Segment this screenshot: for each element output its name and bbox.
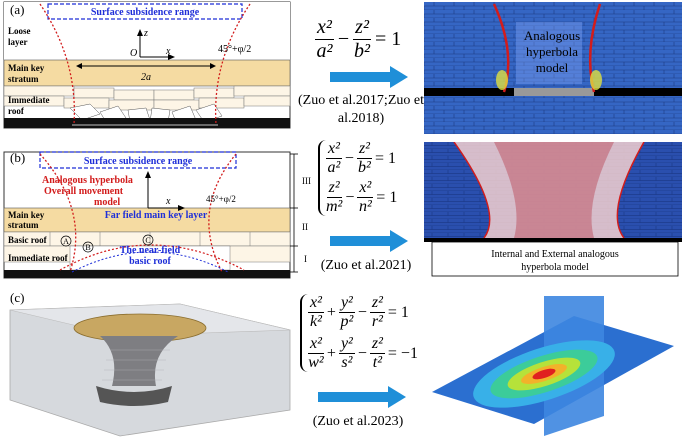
panel-b-tag: (b) <box>10 150 26 165</box>
eq-c2-den2: s² <box>341 354 353 371</box>
eq-b2-num1: z² <box>326 179 342 198</box>
hyperbola-left-curve <box>39 3 76 125</box>
eq-b2-den2: n² <box>358 198 372 215</box>
b-subsidence-range-box <box>39 151 237 169</box>
eq-b1-den1: a² <box>327 159 341 176</box>
model-a-label-1: Analogous <box>524 28 580 43</box>
eq-a-num1: x² <box>315 16 334 40</box>
loose-layer-label: Loose <box>8 26 31 36</box>
subsidence-range-label: Surface subsidence range <box>91 7 200 18</box>
eq-c2-num1: x² <box>308 335 324 354</box>
panel-c-equations: x² k² + y² p² − z² r² = 1 x² w² + y² s² … <box>300 294 418 372</box>
roman-1: I <box>304 254 307 264</box>
b-angle-label: 45°+φ/2 <box>206 194 236 204</box>
hyperbola-right-curve <box>214 3 251 125</box>
b-main-key-label-2: stratum <box>8 220 39 230</box>
eq-c2-den1: w² <box>308 354 324 371</box>
eq-b1-den2: b² <box>358 159 371 176</box>
eq-c1-num3: z² <box>369 294 385 313</box>
immediate-roof-label: Immediate <box>8 95 50 105</box>
arrow-a <box>330 66 408 88</box>
eq-b1-rhs: = 1 <box>374 149 396 167</box>
eq-c2-num3: z² <box>369 335 385 354</box>
panel-c-citation: (Zuo et al.2023) <box>312 414 404 429</box>
analogous-label-1: Analogous hyperbola <box>42 175 133 186</box>
panel-c-3d-model <box>9 303 291 437</box>
panel-a-equation: x² a² − z² b² = 1 <box>315 16 402 62</box>
zone-a: A <box>63 237 69 246</box>
panel-b-model: Internal and External analogous hyperbol… <box>424 142 682 278</box>
eq-c2-rhs: = −1 <box>387 344 418 362</box>
z-axis-label: z <box>143 28 148 39</box>
model-b-label-2: hyperbola model <box>521 262 589 273</box>
eq-c1-den3: r² <box>371 313 383 330</box>
zone-c: C <box>145 236 150 245</box>
model-b-label-1: Internal and External analogous <box>491 249 619 260</box>
subsidence-range-box <box>47 3 243 20</box>
model-a-label-3: model <box>536 60 569 75</box>
x-axis-label: x <box>165 46 171 57</box>
span-label: 2a <box>141 72 151 83</box>
eq-b2-rhs: = 1 <box>376 188 398 206</box>
eq-a-num2: z² <box>353 16 371 40</box>
panel-c-contour-model <box>432 296 674 436</box>
roman-2: II <box>302 222 308 232</box>
panel-b-equations: x² a² − z² b² = 1 z² m² − x² n² = 1 <box>318 140 397 216</box>
far-field-label: Far field main key layer <box>105 210 208 221</box>
arrow-c <box>318 386 406 408</box>
b-x-axis-label: x <box>165 196 171 207</box>
b-immediate-roof-label: Immediate roof <box>8 253 69 263</box>
analogous-label-3: model <box>94 197 120 208</box>
main-key-label-2: stratum <box>8 74 39 84</box>
immediate-roof-label-2: roof <box>8 106 25 116</box>
eq-a-rhs: = 1 <box>374 28 402 50</box>
loose-layer-label-2: layer <box>8 37 28 47</box>
eq-c2-num2: y² <box>338 335 355 354</box>
panel-a-model: Analogous hyperbola model <box>424 2 682 134</box>
eq-c1-num1: x² <box>308 294 324 313</box>
b-main-key-label: Main key <box>8 210 45 220</box>
panel-b-schematic: Surface subsidence range x 45°+φ/2 Analo… <box>3 151 298 279</box>
arrow-b <box>330 230 408 252</box>
panel-b-citation: (Zuo et al.2021) <box>320 258 412 273</box>
main-key-label: Main key <box>8 63 45 73</box>
eq-b2-num2: x² <box>357 179 374 198</box>
eq-a-den2: b² <box>354 40 371 62</box>
b-subsidence-range-label: Surface subsidence range <box>84 156 193 167</box>
analogous-label-2: Overall movement <box>44 186 124 197</box>
eq-c1-den1: k² <box>310 313 322 330</box>
eq-c1-num2: y² <box>338 294 355 313</box>
roman-3: III <box>302 176 311 186</box>
near-field-label-1: The near-field <box>120 245 181 256</box>
panel-a-schematic: Surface subsidence range z O x 2a 45°+φ/… <box>3 1 291 129</box>
eq-b1-num1: x² <box>326 140 342 159</box>
eq-b1-num2: z² <box>356 140 372 159</box>
zone-b: B <box>85 243 90 252</box>
eq-b2-den1: m² <box>326 198 343 215</box>
near-field-label-2: basic roof <box>129 256 171 267</box>
model-a-label-2: hyperbola <box>526 44 578 59</box>
panel-c-tag: (c) <box>10 290 25 305</box>
basic-roof-label: Basic roof <box>8 235 48 245</box>
angle-label: 45°+φ/2 <box>218 44 251 55</box>
eq-c2-den3: t² <box>372 354 383 371</box>
origin-label: O <box>130 48 137 59</box>
panel-a-tag: (a) <box>10 2 25 17</box>
panel-a-citation: (Zuo et al.2017;Zuo et al.2018) <box>298 93 424 126</box>
eq-c1-rhs: = 1 <box>387 303 409 321</box>
eq-a-den1: a² <box>316 40 333 62</box>
eq-c1-den2: p² <box>340 313 354 330</box>
